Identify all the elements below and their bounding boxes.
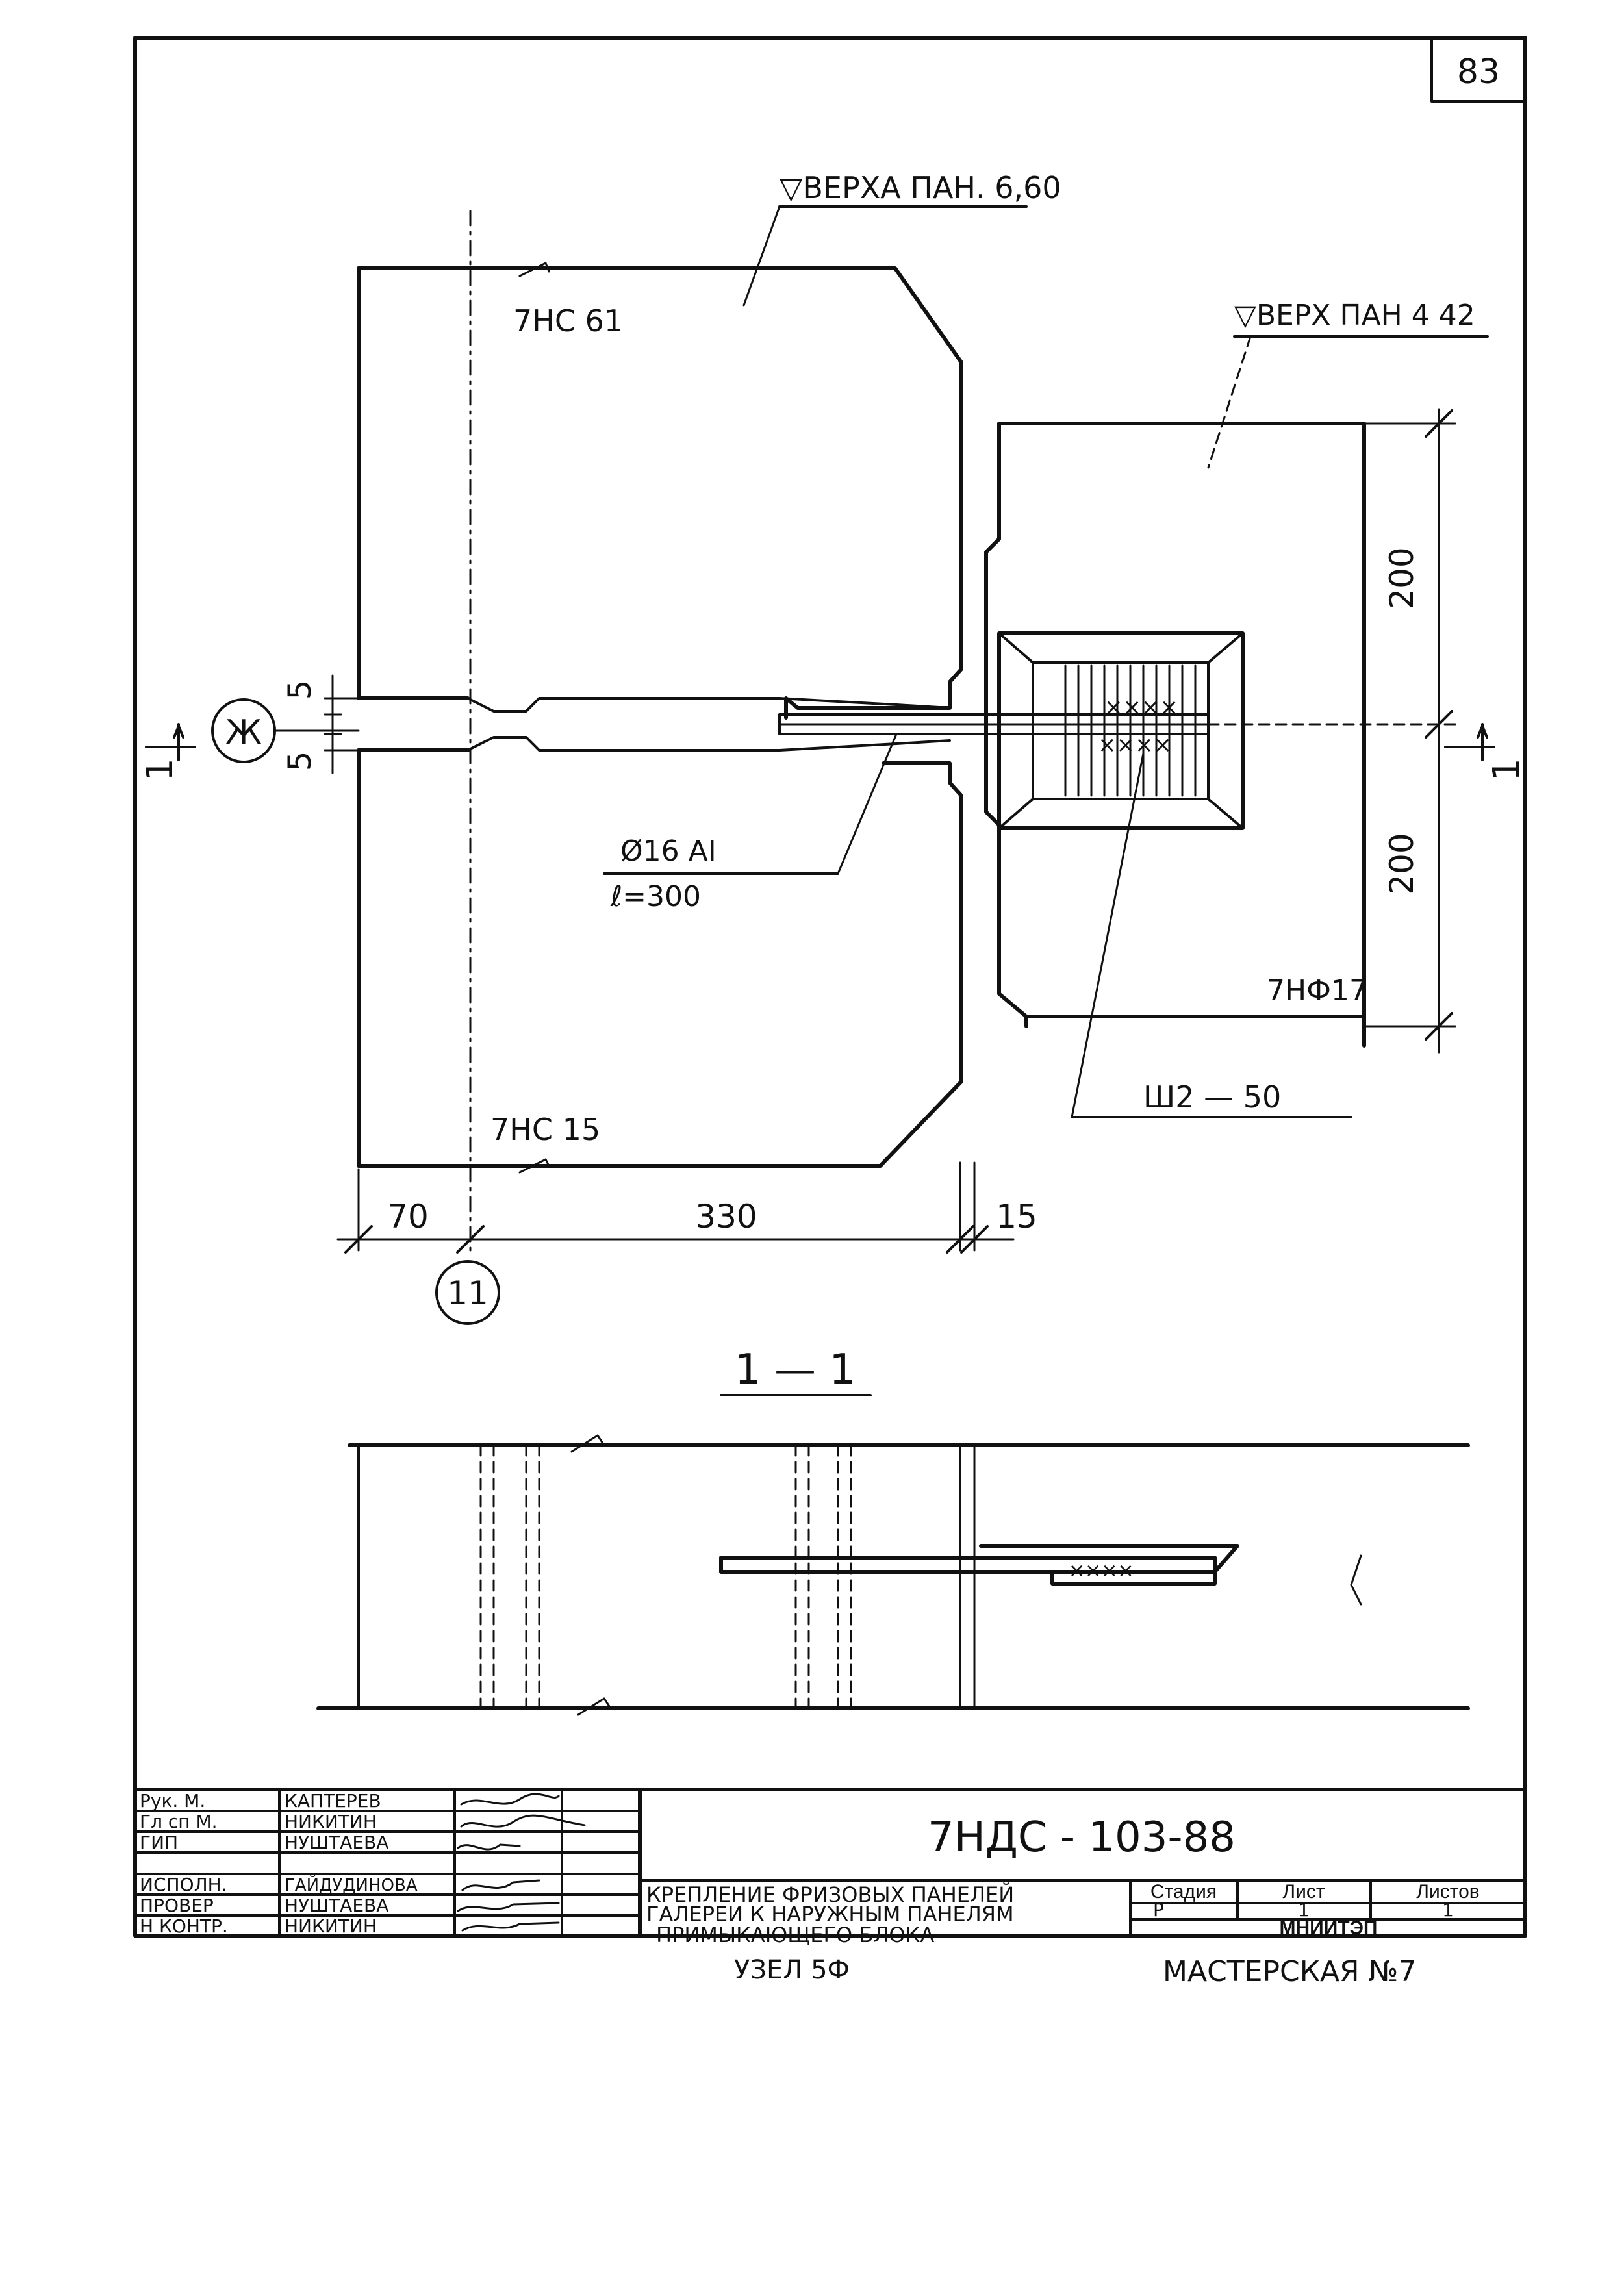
panel-label-top: 7НС 61 [513, 303, 623, 338]
sheet-value: 1 [1298, 1899, 1310, 1921]
panel-label-bottom: 7НС 15 [490, 1112, 600, 1147]
section-weld-marks: ×××× [1069, 1560, 1134, 1582]
rebar-callout-2: ℓ=300 [610, 880, 701, 913]
seam-contour [466, 697, 951, 752]
dim-5-bottom: 5 [282, 752, 318, 772]
sig-role-5: ПРОВЕР [140, 1895, 214, 1916]
embedded-pocket: ×××× ×××× [997, 631, 1245, 830]
cut-label-left: 1 [139, 758, 181, 781]
title-line-2: ГАЛЕРЕИ К НАРУЖНЫМ ПАНЕЛЯМ [646, 1902, 1014, 1927]
axis-bubble-11 [435, 1260, 500, 1325]
sig-name-5: НУШТАЕВА [285, 1895, 388, 1916]
weld-callout: Ш2 — 50 [1143, 1080, 1281, 1115]
dim-bottom-row: 70 330 15 [336, 1161, 1037, 1254]
page-number-box [1430, 36, 1527, 103]
section-break-right [1350, 1554, 1362, 1606]
drawing-code: 7НДС - 103-88 [928, 1813, 1236, 1862]
sig-name-4: ГАЙДУДИНОВА [285, 1875, 418, 1895]
stage-table: Стадия Лист Листов Р 1 1 [1150, 1881, 1480, 1921]
stage-header: Стадия [1150, 1881, 1217, 1902]
section-plate [979, 1544, 1239, 1586]
section-title: 1 — 1 [735, 1346, 856, 1394]
sig-role-1: Гл сп М. [140, 1811, 218, 1832]
sheet-header: Лист [1282, 1881, 1325, 1902]
cut-arrow-head-left [173, 725, 184, 739]
plan-view: ×××× ×××× 1 1 Ж 5 5 [139, 170, 1528, 1325]
handwritten-signatures [457, 1793, 586, 1932]
title-line-1: КРЕПЛЕНИЕ ФРИЗОВЫХ ПАНЕЛЕЙ [646, 1882, 1014, 1907]
dim-5-top: 5 [282, 680, 318, 700]
rebar-callout-leader [837, 733, 898, 875]
weld-marks-bottom: ×××× [1098, 732, 1172, 758]
sheets-header: Листов [1416, 1881, 1479, 1902]
break-mark-bottom [518, 1158, 550, 1174]
title-line-3: ПРИМЫКАЮЩЕГО БЛОКА [656, 1923, 934, 1947]
section-break-top [570, 1434, 605, 1453]
break-mark-top [518, 262, 550, 277]
panel-upper [357, 266, 963, 720]
sheets-value: 1 [1442, 1899, 1454, 1921]
signature-table: Рук. М. КАПТЕРЕВ Гл сп М. НИКИТИН ГИП НУ… [140, 1790, 586, 1937]
rebar-callout-1: Ø16 АI [620, 835, 717, 868]
cut-label-right: 1 [1486, 758, 1528, 781]
axis-label-11: 11 [447, 1274, 488, 1312]
page-number: 83 [1457, 53, 1500, 92]
elevation-top-label: ▽ВЕРХА ПАН. 6,60 [780, 170, 1061, 205]
weld-callout-leader [1071, 752, 1145, 1118]
sig-name-6: НИКИТИН [285, 1915, 377, 1937]
organization: МНИИТЭП [1279, 1917, 1377, 1939]
sig-name-0: КАПТЕРЕВ [285, 1790, 381, 1812]
cut-arrow-head-right [1477, 725, 1488, 739]
panel-lower [357, 748, 963, 1168]
weld-marks-top: ×××× [1104, 694, 1178, 720]
sig-name-1: НИКИТИН [285, 1811, 377, 1832]
elevation-right-leader [1207, 335, 1252, 469]
dim-330: 330 [695, 1198, 757, 1235]
section-1-1: 1 — 1 ×××× [316, 1346, 1470, 1716]
elevation-top-leader [742, 205, 781, 307]
dim-joint-5: 5 5 [282, 674, 360, 774]
stage-value: Р [1153, 1899, 1164, 1921]
sig-role-6: Н КОНТР. [140, 1915, 228, 1937]
sig-role-4: ИСПОЛН. [140, 1874, 227, 1895]
sig-role-0: Рук. М. [140, 1790, 205, 1812]
title-block [133, 1788, 1527, 1938]
dim-15: 15 [996, 1198, 1037, 1235]
dim-70: 70 [387, 1198, 429, 1235]
dim-200-bottom: 200 [1383, 833, 1421, 894]
panel-label-right: 7НФ17 [1267, 974, 1367, 1007]
elevation-right-label: ▽ВЕРХ ПАН 4 42 [1234, 299, 1475, 332]
panel-right [984, 422, 1366, 1018]
sig-role-2: ГИП [140, 1832, 178, 1853]
section-break-bottom [577, 1697, 612, 1716]
sheet-frame [133, 36, 1527, 1938]
dim-right-200: 200 200 [1363, 408, 1456, 1054]
sig-name-2: НУШТАЕВА [285, 1832, 388, 1853]
section-rod [719, 1556, 1217, 1574]
dim-200-top: 200 [1383, 547, 1421, 609]
axis-label-zh: Ж [225, 713, 262, 752]
